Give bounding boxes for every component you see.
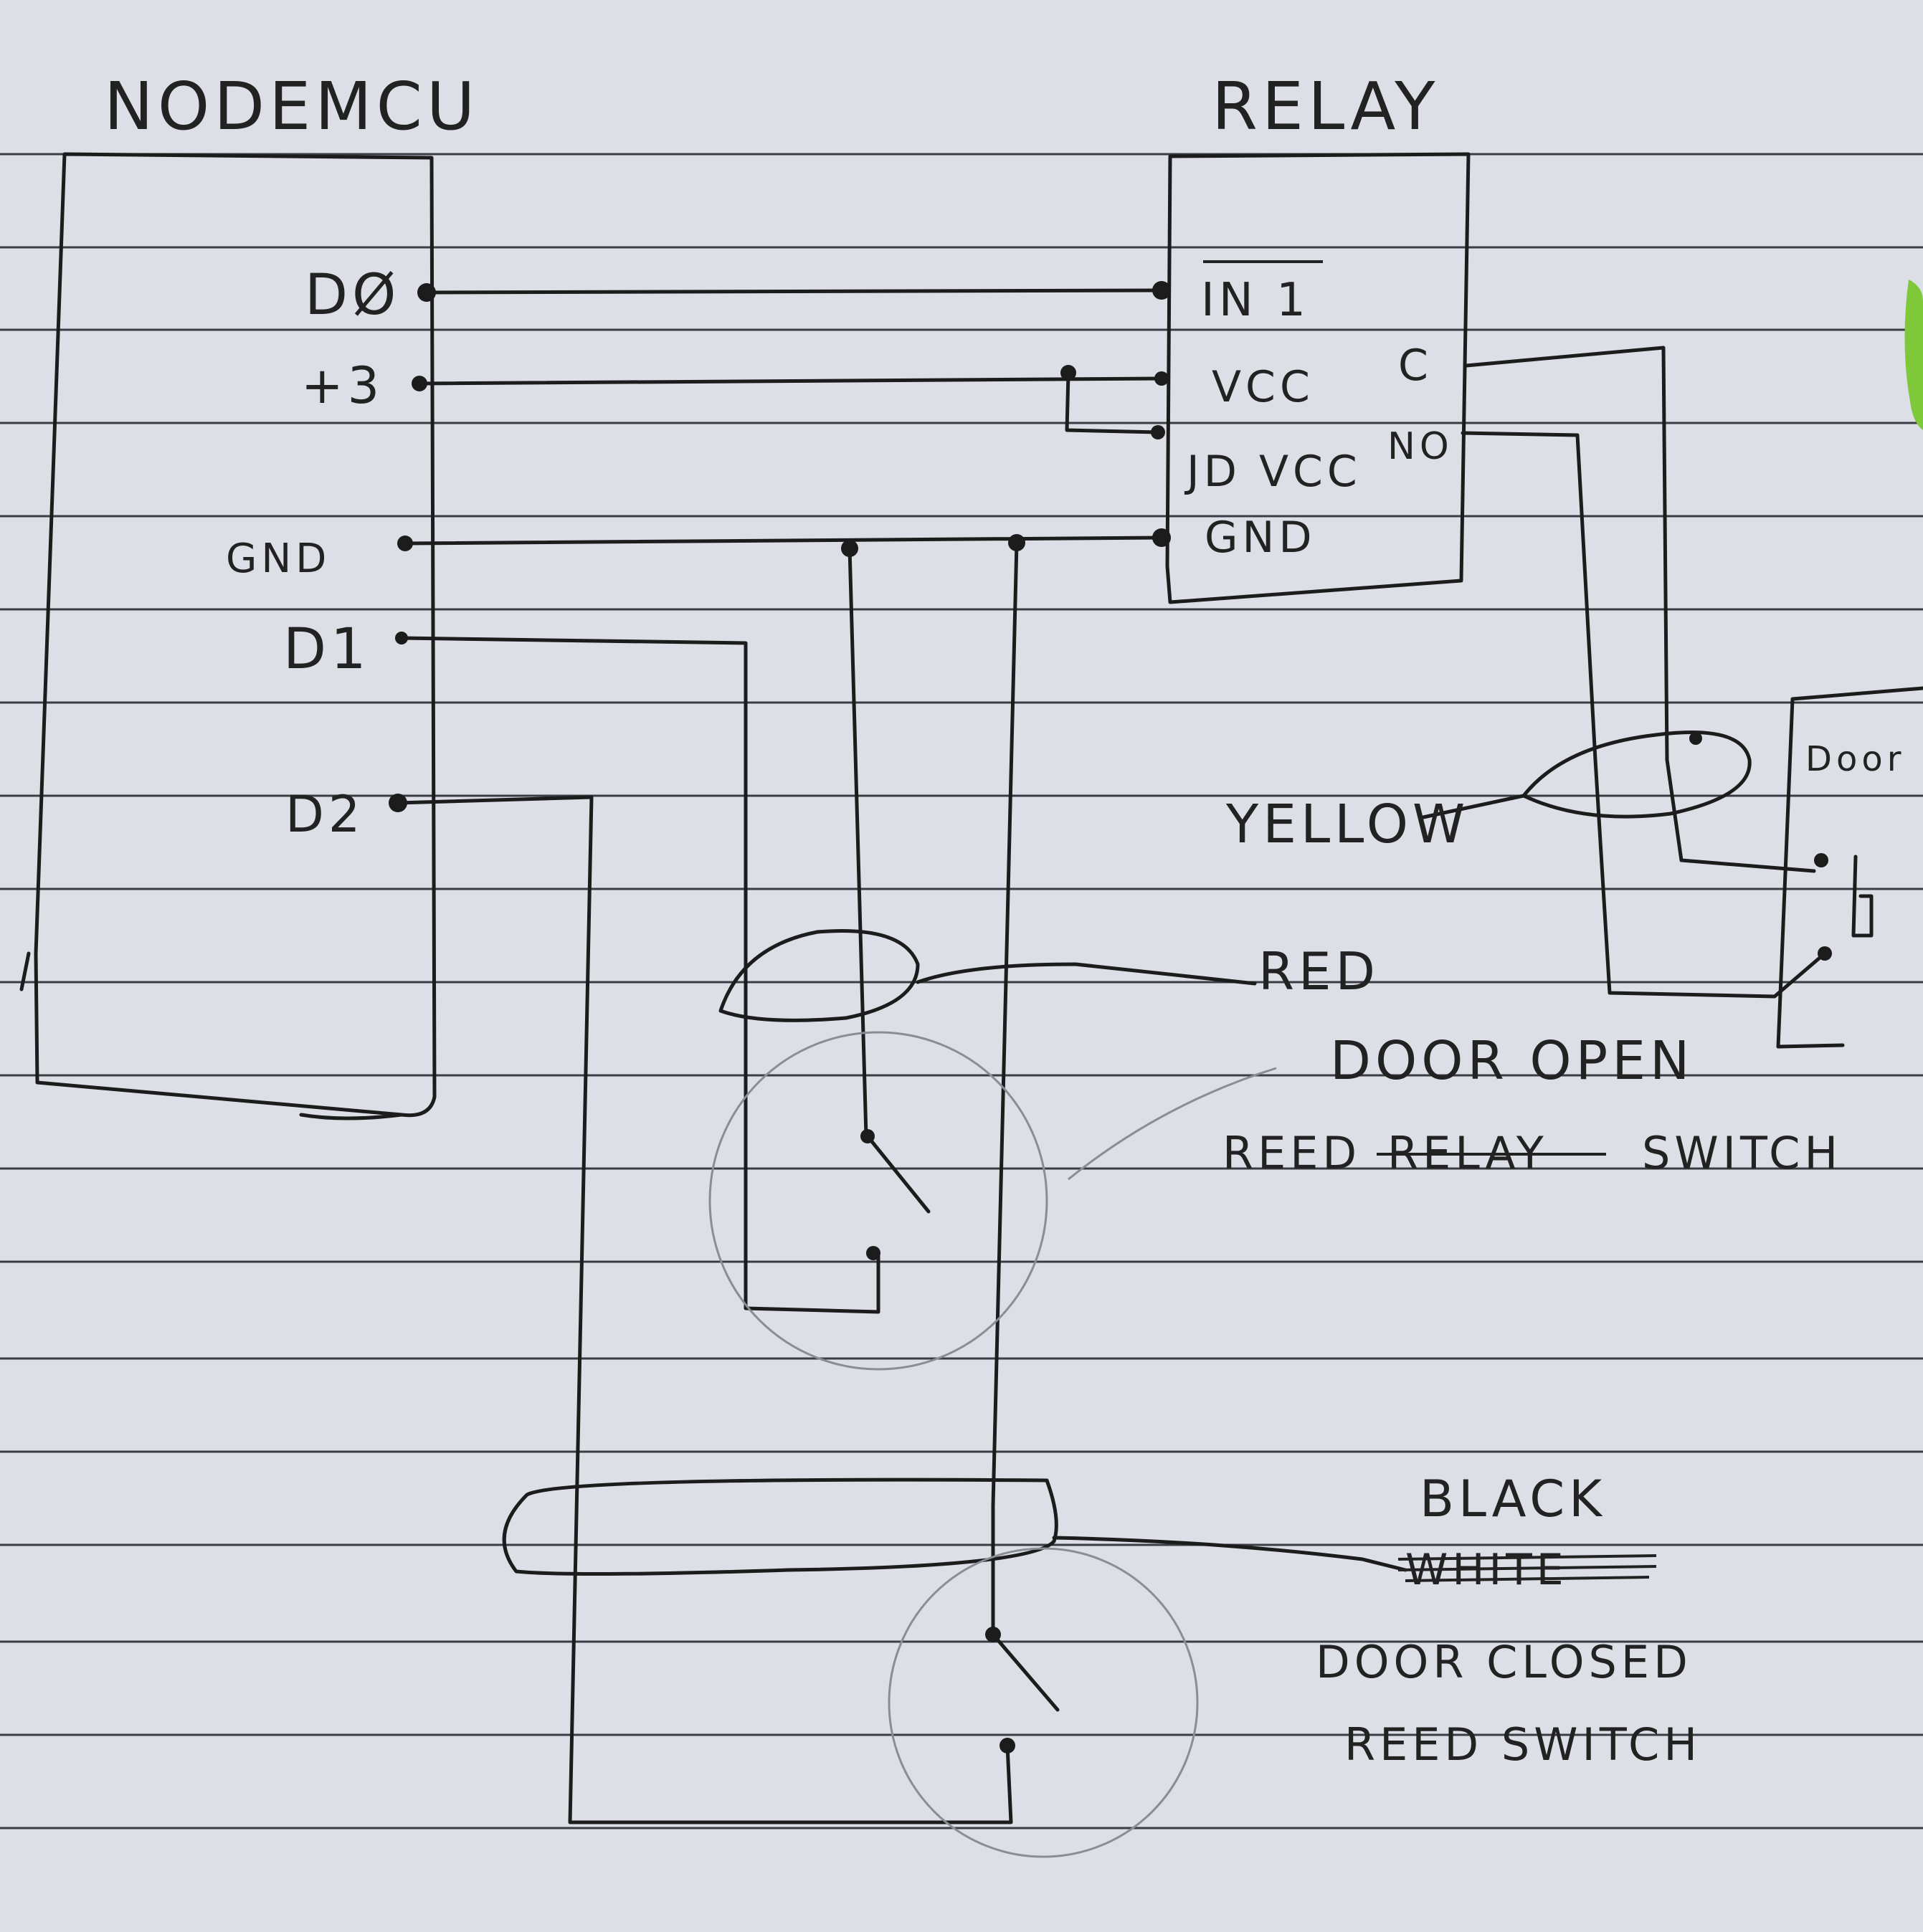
nodemcu-title: NODEMCU bbox=[104, 68, 479, 145]
door-open-label: DOOR OPEN bbox=[1330, 1030, 1694, 1092]
relay-pin-gnd: GND bbox=[1205, 513, 1316, 563]
ruled-lines bbox=[0, 153, 1923, 1829]
connection-dots bbox=[389, 281, 1832, 1753]
pin-gnd: GND bbox=[226, 536, 331, 582]
wire-3v-vcc bbox=[417, 376, 1164, 386]
wire-gnd-closed-switch bbox=[991, 541, 1019, 1637]
pencil-pointer bbox=[1068, 1067, 1277, 1181]
relay-module bbox=[1165, 152, 1471, 604]
black-lead bbox=[1052, 1536, 1407, 1572]
relay-pin-jdvcc: JD VCC bbox=[1184, 447, 1362, 497]
relay-pin-in1: IN 1 bbox=[1201, 274, 1310, 327]
pin-d0: DØ bbox=[305, 263, 400, 328]
wire-label-black: BLACK bbox=[1420, 1470, 1606, 1528]
black-bundle-loop bbox=[502, 1477, 1058, 1576]
door-closed-reed-switch-label: REED SWITCH bbox=[1344, 1718, 1701, 1771]
door-open-word-switch: SWITCH bbox=[1642, 1127, 1842, 1179]
wire-d0-in1 bbox=[424, 288, 1164, 295]
open-switch-pencil-circle bbox=[708, 1031, 1048, 1371]
pin-d1: D1 bbox=[283, 617, 371, 682]
tape-fragment bbox=[1904, 280, 1923, 430]
wire-label-yellow: YELLOW bbox=[1225, 794, 1469, 855]
pin-d2: D2 bbox=[285, 785, 364, 844]
door-closed-label: DOOR CLOSED bbox=[1316, 1636, 1692, 1688]
wire-no-to-door bbox=[1461, 431, 1827, 999]
wire-label-red: RED bbox=[1258, 941, 1380, 1001]
wire-gnd-bus bbox=[403, 536, 1164, 546]
relay-pin-vcc: VCC bbox=[1212, 362, 1314, 412]
wire-d1-open-switch bbox=[399, 636, 880, 1314]
door-open-word-reed: REED bbox=[1222, 1127, 1361, 1179]
door-button bbox=[1851, 855, 1874, 938]
door-label: Door bbox=[1805, 739, 1905, 779]
relay-pin-no: NO bbox=[1387, 425, 1453, 468]
yellow-lead bbox=[1421, 794, 1526, 819]
door-block bbox=[1776, 686, 1923, 1049]
wire-c-to-door bbox=[1464, 346, 1816, 873]
board-stroke-tail bbox=[299, 1113, 404, 1120]
open-switch-blade bbox=[865, 1134, 931, 1214]
closed-switch-pencil-circle bbox=[888, 1547, 1199, 1858]
red-lead bbox=[916, 962, 1257, 986]
relay-pin-c: C bbox=[1398, 341, 1433, 391]
yellow-bundle-loop bbox=[1521, 731, 1752, 819]
relay-title: RELAY bbox=[1212, 68, 1439, 145]
red-bundle-loop bbox=[718, 928, 920, 1022]
closed-switch-blade bbox=[991, 1632, 1060, 1712]
nodemcu-board bbox=[34, 152, 437, 1118]
wire-d2-closed-switch bbox=[396, 795, 1013, 1824]
board-stroke bbox=[19, 951, 31, 991]
wire-gnd-open-switch bbox=[847, 546, 868, 1138]
black-scribble bbox=[1397, 1554, 1657, 1582]
pin-3v: +3 bbox=[301, 356, 384, 415]
wire-vcc-jdvcc bbox=[1065, 371, 1160, 434]
